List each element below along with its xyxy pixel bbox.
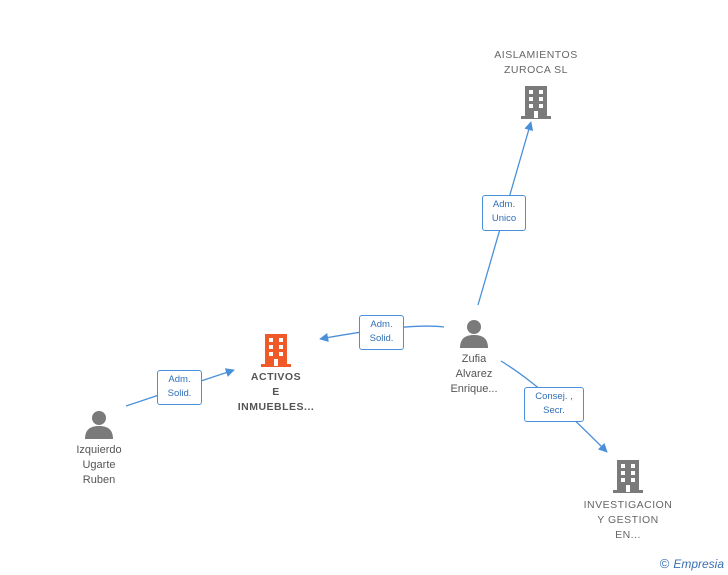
- role-label-adm-unico[interactable]: Adm. Unico: [482, 195, 526, 231]
- building-icon: [613, 460, 643, 493]
- building-icon: [521, 86, 551, 119]
- person-icon: [460, 320, 488, 348]
- company-node-aislamientos[interactable]: AISLAMIENTOS ZUROCA SL: [476, 48, 596, 120]
- person-name: Izquierdo Ugarte Ruben: [76, 444, 122, 486]
- person-icon: [85, 411, 113, 439]
- copyright-icon: ©: [659, 556, 670, 571]
- role-label-consej-secr[interactable]: Consej. , Secr.: [524, 387, 584, 422]
- brand-watermark: © Empresia: [660, 556, 724, 571]
- role-label-adm-solid-zufia[interactable]: Adm. Solid.: [359, 315, 404, 350]
- company-node-activos[interactable]: ACTIVOS E INMUEBLES...: [220, 332, 332, 415]
- company-node-investigacion[interactable]: INVESTIGACION Y GESTION EN...: [567, 458, 689, 543]
- person-name: Zufia Alvarez Enrique...: [450, 353, 498, 395]
- person-node-zufia[interactable]: Zufia Alvarez Enrique...: [432, 318, 516, 397]
- brand-name: Empresia: [673, 556, 724, 571]
- building-icon: [261, 334, 291, 367]
- company-name: AISLAMIENTOS ZUROCA SL: [494, 49, 578, 76]
- company-name: ACTIVOS E INMUEBLES...: [237, 371, 315, 413]
- role-label-adm-solid-izquierdo[interactable]: Adm. Solid.: [157, 370, 202, 405]
- company-name: INVESTIGACION Y GESTION EN...: [583, 499, 673, 541]
- person-node-izquierdo[interactable]: Izquierdo Ugarte Ruben: [57, 409, 141, 488]
